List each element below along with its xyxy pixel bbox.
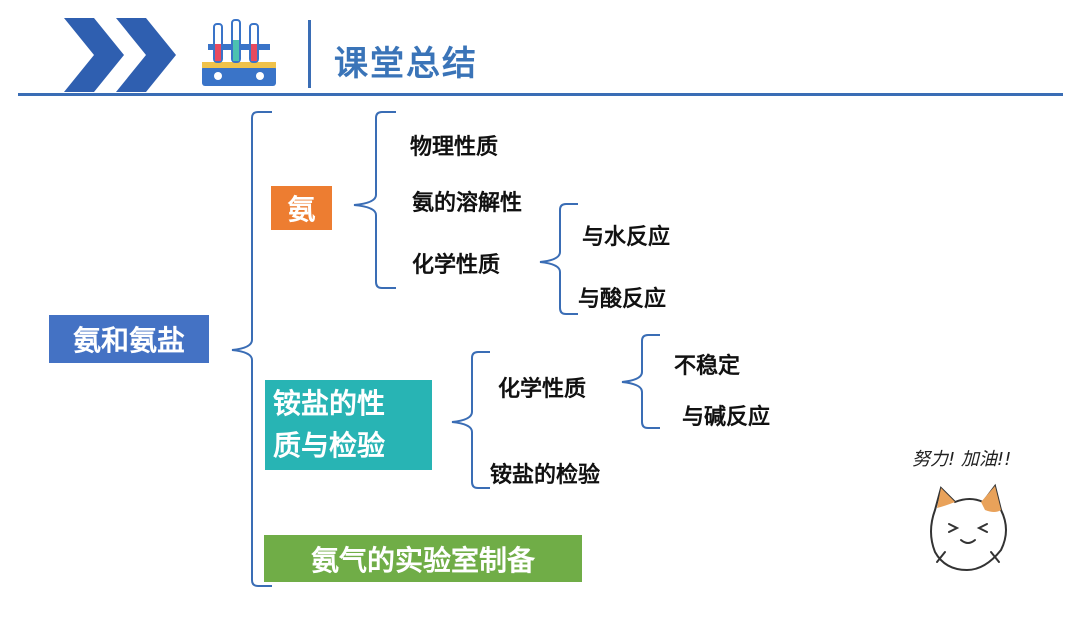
reaction-with-base: 与碱反应 [682,405,771,430]
ammonium-salt-topic-line2: 质与检验 [273,429,386,462]
physical-properties: 物理性质 [410,135,499,160]
encouragement-text: 努力! 加油!! [912,449,1012,470]
chevron-arrows-icon [64,18,176,92]
page-title: 课堂总结 [334,44,478,84]
reaction-with-acid: 与酸反应 [578,287,667,312]
ammonium-chemical-properties: 化学性质 [498,377,587,402]
lab-preparation-topic: 氨气的实验室制备 [264,535,582,582]
lab-rack-icon [202,19,276,86]
header-divider [18,93,1063,96]
ammonium-salt-test: 铵盐的检验 [490,463,601,488]
ammonium-salt-topic-line1: 铵盐的性 [273,387,386,420]
ammonium-salt-topic: 铵盐的性 质与检验 [265,380,432,470]
ammonia-solubility: 氨的溶解性 [412,191,523,216]
ammonia-topic: 氨 [271,186,332,230]
header-separator [308,20,311,88]
unstable: 不稳定 [674,354,741,379]
ammonia-chemical-properties: 化学性质 [412,253,501,278]
reaction-with-water: 与水反应 [582,225,671,250]
root-topic: 氨和氨盐 [49,315,209,363]
cat-sticker-icon [930,483,1007,572]
